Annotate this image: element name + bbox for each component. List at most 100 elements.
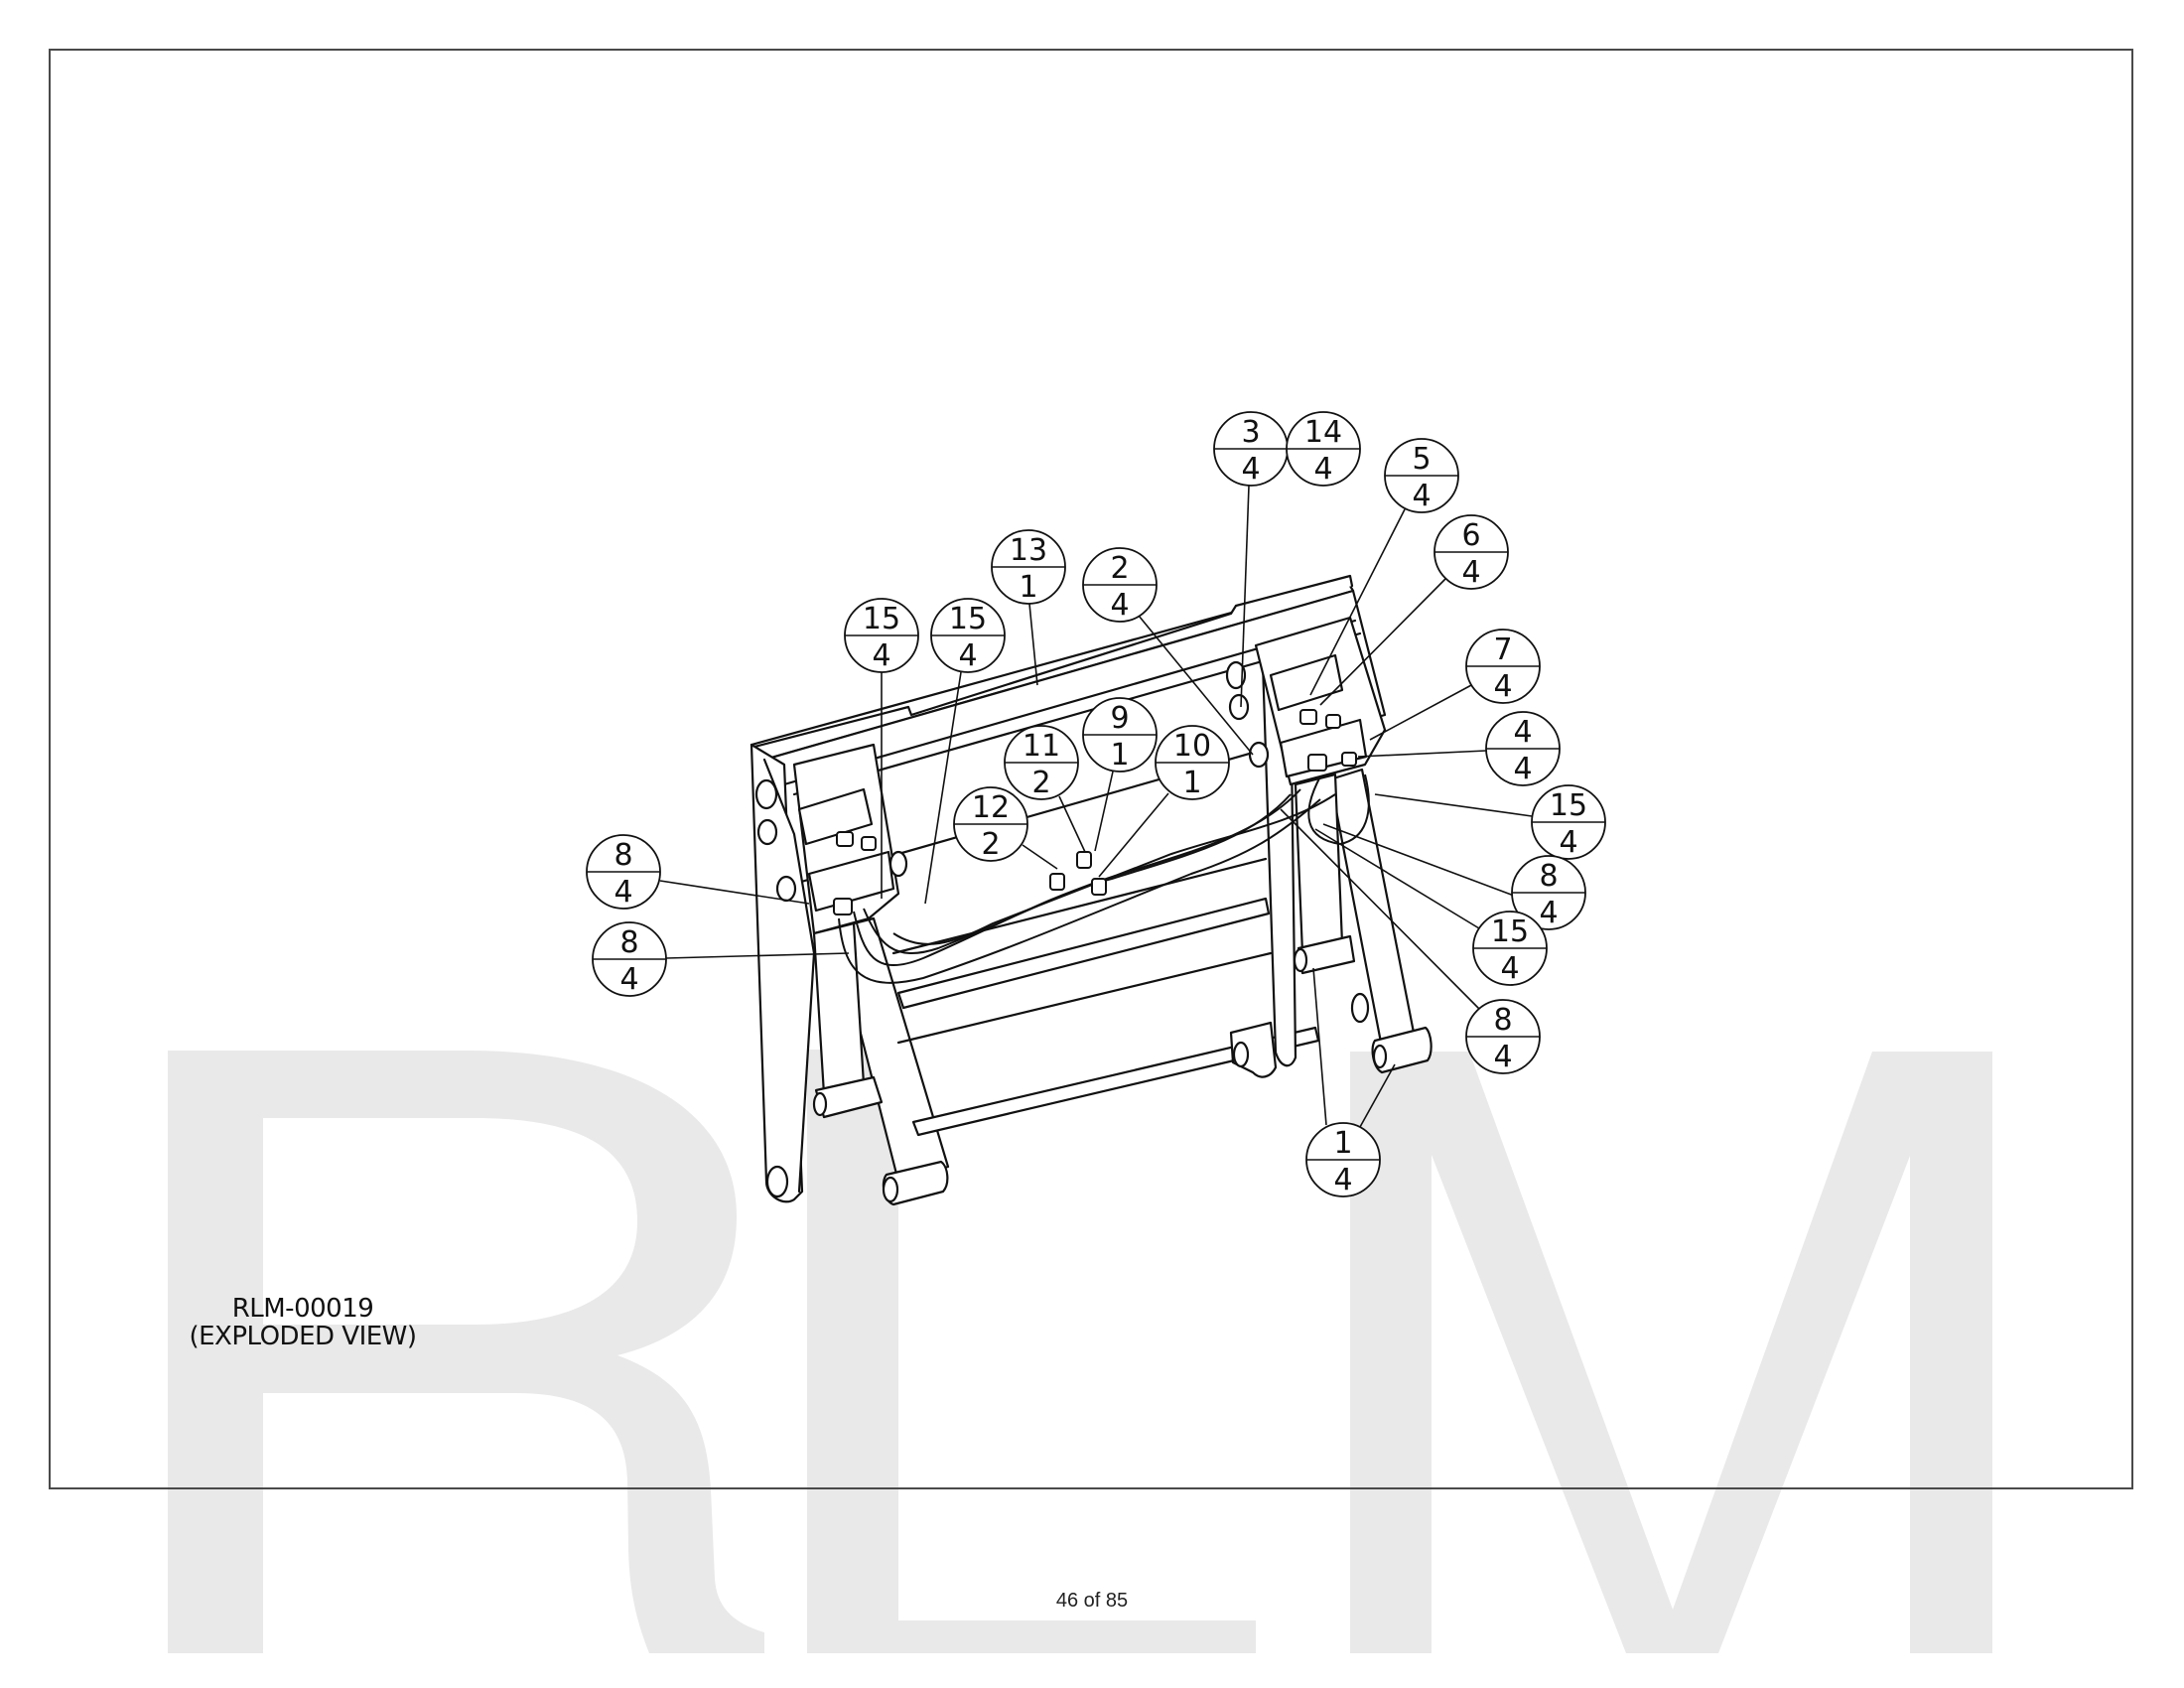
item-balloon: 14 [1305, 1122, 1381, 1197]
page-number: 46 of 85 [1055, 1590, 1129, 1612]
item-balloon: 91 [1082, 697, 1158, 773]
balloon-item-number: 2 [1110, 551, 1129, 586]
watermark-letter-m [1350, 1052, 1992, 1653]
left-pin [775, 875, 797, 903]
leader-6 [1319, 578, 1446, 706]
leader-15b [924, 671, 962, 905]
right-foot-bore [1372, 1044, 1388, 1069]
right-pin [1225, 660, 1247, 690]
balloon-item-number: 10 [1173, 729, 1211, 764]
balloon-quantity: 4 [1513, 752, 1532, 786]
center-lug-bore [1232, 1041, 1250, 1068]
item-balloon: 144 [1286, 411, 1361, 487]
balloon-quantity: 4 [958, 638, 977, 673]
balloon-quantity: 4 [1493, 1040, 1512, 1074]
balloon-quantity: 4 [1500, 951, 1519, 986]
hose [838, 798, 1321, 984]
balloon-quantity: 4 [1539, 896, 1558, 930]
fitting [833, 898, 853, 915]
leader-2 [1138, 615, 1254, 756]
leader-lines [659, 485, 1533, 1128]
leader-13 [1028, 603, 1038, 686]
left-cylinder-bore [812, 1091, 828, 1117]
item-balloon: 154 [844, 598, 919, 673]
leader-9 [1094, 771, 1114, 852]
fitting [1341, 752, 1357, 767]
balloon-item-number: 6 [1461, 518, 1480, 553]
balloon-quantity: 4 [1241, 452, 1260, 487]
center-valve-fittings [833, 709, 1357, 915]
hose [892, 793, 1336, 945]
balloon-item-number: 1 [1333, 1126, 1352, 1161]
balloon-item-number: 11 [1023, 729, 1060, 764]
fitting [1325, 714, 1341, 729]
leader-10 [1098, 792, 1169, 878]
part-number: RLM-00019 [231, 1294, 374, 1324]
leader-4 [1357, 750, 1487, 758]
balloon-quantity: 4 [619, 962, 638, 997]
fitting [1049, 873, 1065, 891]
leader-8c [1322, 823, 1515, 897]
item-balloon: 101 [1155, 725, 1230, 800]
balloon-item-number: 4 [1513, 715, 1532, 750]
balloon-item-number: 8 [1493, 1003, 1512, 1038]
leader-15c [1374, 793, 1533, 817]
item-balloon: 154 [1531, 784, 1606, 860]
balloon-item-number: 13 [1010, 533, 1047, 568]
leader-3 [1240, 485, 1250, 708]
item-balloon: 131 [991, 529, 1066, 605]
balloon-item-number: 15 [949, 602, 987, 636]
balloon-quantity: 4 [1333, 1163, 1352, 1197]
leader-8a [659, 880, 810, 905]
leader-1b [1359, 1063, 1396, 1128]
right-lift-arm-foot [1371, 1026, 1433, 1074]
fitting [1299, 709, 1317, 725]
balloon-item-number: 5 [1412, 442, 1431, 477]
right-lower-bore [1350, 992, 1370, 1024]
fitting [836, 831, 854, 847]
item-balloon: 24 [1082, 547, 1158, 623]
balloon-quantity: 4 [1493, 669, 1512, 704]
balloon-item-number: 15 [1550, 788, 1587, 823]
left-pin [756, 818, 778, 846]
right-cylinder-bore [1293, 947, 1308, 973]
balloon-item-number: 14 [1304, 415, 1342, 450]
leader-8b [665, 952, 850, 959]
balloon-item-number: 12 [972, 790, 1010, 825]
balloon-item-number: 3 [1241, 415, 1260, 450]
balloon-item-number: 7 [1493, 633, 1512, 667]
item-balloon: 122 [953, 786, 1028, 862]
fitting [1307, 754, 1327, 772]
crossbar-edge [891, 857, 1268, 955]
item-balloon: 74 [1465, 629, 1541, 704]
item-balloon: 44 [1485, 711, 1561, 786]
left-cylinder-lower [807, 850, 895, 913]
balloon-item-number: 8 [614, 838, 632, 873]
balloon-quantity: 1 [1110, 738, 1129, 773]
right-pin [1248, 741, 1270, 769]
balloon-quantity: 1 [1019, 570, 1037, 605]
fitting [861, 836, 877, 851]
item-balloon: 54 [1384, 438, 1459, 513]
balloon-item-number: 8 [619, 925, 638, 960]
balloon-quantity: 4 [1110, 588, 1129, 623]
item-balloon: 84 [1511, 855, 1586, 930]
leader-1a [1312, 967, 1327, 1126]
leader-8d [1280, 808, 1480, 1010]
balloon-quantity: 2 [1031, 766, 1050, 800]
frame-top-lip [752, 574, 1354, 749]
balloon-item-number: 8 [1539, 859, 1558, 894]
item-balloon: 84 [592, 921, 667, 997]
leader-11 [1058, 795, 1086, 853]
leader-7 [1369, 683, 1474, 741]
leader-15d [1314, 828, 1480, 929]
left-pin [754, 778, 778, 810]
balloon-quantity: 1 [1182, 766, 1201, 800]
item-balloon: 84 [1465, 999, 1541, 1074]
view-label: (EXPLODED VIEW) [189, 1322, 417, 1351]
balloon-item-number: 15 [1491, 914, 1529, 949]
leader-5 [1309, 508, 1406, 696]
balloon-quantity: 4 [614, 875, 632, 910]
